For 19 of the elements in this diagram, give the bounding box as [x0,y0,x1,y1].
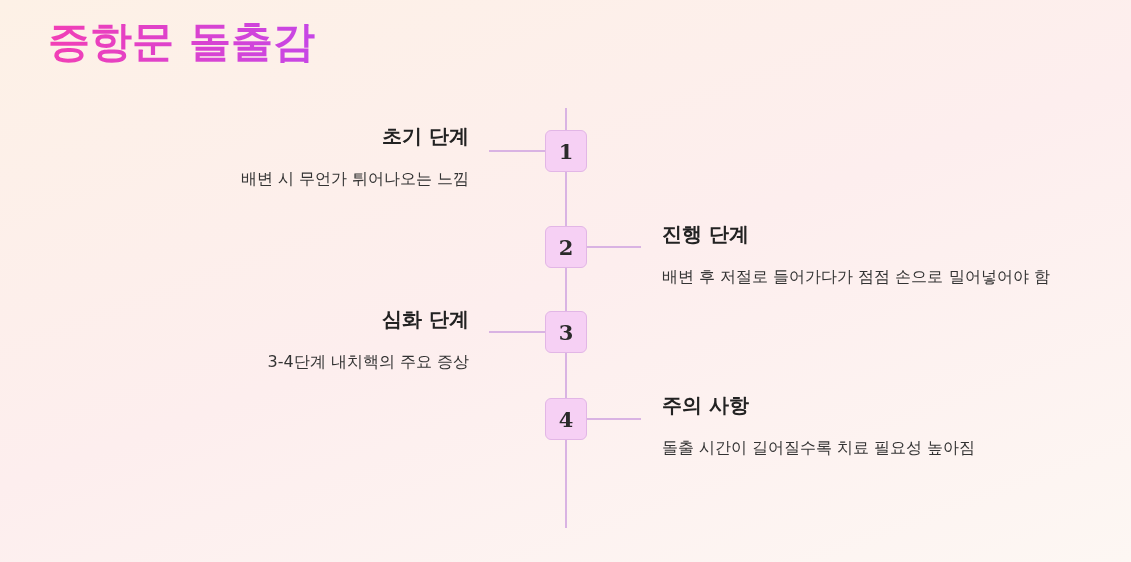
step-number-box: 4 [545,398,587,440]
connector-line [565,171,567,227]
step-description: 돌출 시간이 길어질수록 치료 필요성 높아짐 [662,437,977,459]
step-heading: 주의 사항 [662,392,750,419]
step-heading: 심화 단계 [381,306,469,333]
connector-line [565,267,567,312]
step-description: 3-4단계 내치핵의 주요 증상 [266,351,469,373]
connector-line [586,246,642,248]
connector-line [488,150,546,152]
step-description: 배변 후 저절로 들어가다가 점점 손으로 밀어넣어야 함 [662,266,1051,288]
step-heading: 초기 단계 [381,123,469,150]
step-number-box: 2 [545,226,587,268]
step-number-box: 3 [545,311,587,353]
step-description: 배변 시 무언가 튀어나오는 느낌 [239,168,469,190]
connector-line [586,418,642,420]
connector-line [565,352,567,399]
step-number-box: 1 [545,130,587,172]
connector-line [488,331,546,333]
step-heading: 진행 단계 [662,221,750,248]
